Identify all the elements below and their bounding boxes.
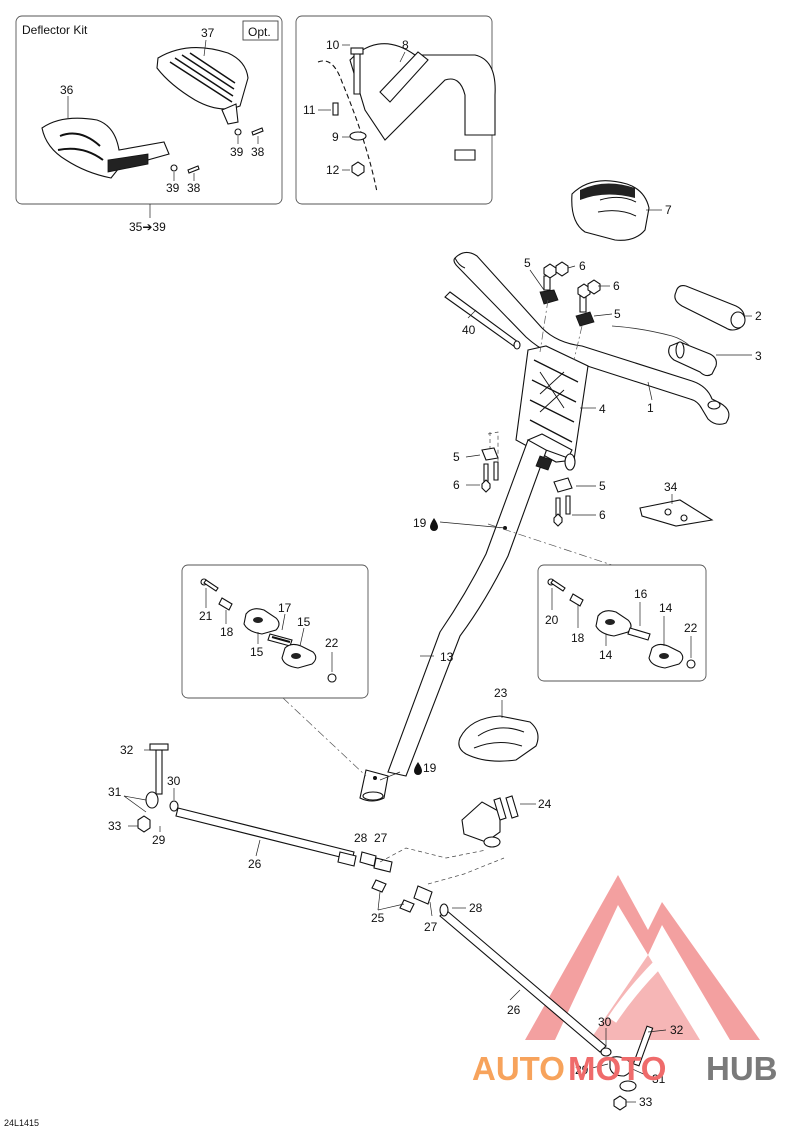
deflector-kit-title: Deflector Kit [22, 23, 88, 37]
callout-38: 38 [187, 181, 201, 195]
callout-6: 6 [453, 478, 460, 492]
upper-clamp-hardware [529, 261, 613, 361]
upper-tie-rod [123, 743, 393, 873]
lower-clamp-hardware [465, 431, 596, 527]
cable-part [444, 291, 521, 350]
callout-20: 20 [545, 613, 559, 627]
cover-plate-part [458, 700, 539, 762]
callout-18: 18 [220, 625, 234, 639]
callout-labels: 37 36 39 38 39 38 10 8 11 9 12 7 5 6 6 5… [60, 26, 762, 1109]
callout-28: 28 [469, 901, 483, 915]
callout-14: 14 [659, 601, 673, 615]
callout-5: 5 [453, 450, 460, 464]
callout-19: 19 [423, 761, 437, 775]
watermark-word-hub: HUB [706, 1050, 778, 1087]
callout-6: 6 [613, 279, 620, 293]
callout-31: 31 [108, 785, 122, 799]
callout-36: 36 [60, 83, 74, 97]
drawing-code: 24L1415 [4, 1118, 39, 1128]
callout-6: 6 [579, 259, 586, 273]
mount-plate-part [639, 494, 714, 527]
callout-27: 27 [374, 831, 388, 845]
steering-column-part [359, 433, 576, 802]
callout-18: 18 [571, 631, 585, 645]
deflector-kit-box: Deflector Kit Opt. [15, 15, 283, 205]
callout-7: 7 [665, 203, 672, 217]
callout-17: 17 [278, 601, 292, 615]
callout-25: 25 [371, 911, 385, 925]
callout-5: 5 [614, 307, 621, 321]
callout-27: 27 [424, 920, 438, 934]
callout-26: 26 [248, 857, 262, 871]
callout-32: 32 [120, 743, 134, 757]
callout-21: 21 [199, 609, 213, 623]
callout-39: 39 [230, 145, 244, 159]
callout-30: 30 [167, 774, 181, 788]
callout-23: 23 [494, 686, 508, 700]
callout-13: 13 [440, 650, 454, 664]
callout-16: 16 [634, 587, 648, 601]
callout-28: 28 [354, 831, 368, 845]
callout-34: 34 [664, 480, 678, 494]
right-inset-box [537, 564, 707, 682]
callout-15: 15 [250, 645, 264, 659]
callout-39: 39 [166, 181, 180, 195]
callout-11: 11 [303, 103, 316, 117]
grease-drop-icon [414, 762, 422, 775]
callout-24: 24 [538, 797, 552, 811]
callout-19: 19 [413, 516, 427, 530]
grip-parts [611, 285, 752, 377]
callout-1: 1 [647, 401, 654, 415]
callout-30: 30 [598, 1015, 612, 1029]
callout-12: 12 [326, 163, 340, 177]
grease-drop-icon [430, 518, 438, 531]
callout-9: 9 [332, 130, 339, 144]
pitman-arm-part [379, 795, 536, 885]
left-inset-box [181, 564, 369, 699]
callout-32: 32 [670, 1023, 684, 1037]
callout-14: 14 [599, 648, 613, 662]
handlebar-pad-box [295, 15, 496, 205]
callout-33: 33 [639, 1095, 653, 1109]
callout-5: 5 [599, 479, 606, 493]
watermark-word-moto: MOTO [568, 1050, 666, 1087]
callout-8: 8 [402, 38, 409, 52]
callout-22: 22 [684, 621, 698, 635]
handlebar-part [453, 251, 730, 425]
watermark-word-auto: AUTO [472, 1050, 565, 1087]
callout-2: 2 [755, 309, 762, 323]
callout-31: 31 [652, 1072, 666, 1086]
callout-40: 40 [462, 323, 476, 337]
callout-10: 10 [326, 38, 340, 52]
lower-tie-rod [371, 879, 667, 1111]
callout-29: 29 [575, 1063, 589, 1077]
callout-5: 5 [524, 256, 531, 270]
callout-6: 6 [599, 508, 606, 522]
callout-3: 3 [755, 349, 762, 363]
callout-37: 37 [201, 26, 215, 40]
callout-29: 29 [152, 833, 166, 847]
callout-26: 26 [507, 1003, 521, 1017]
callout-33: 33 [108, 819, 122, 833]
option-badge: Opt. [248, 25, 271, 39]
callout-22: 22 [325, 636, 339, 650]
watermark-logo [525, 875, 760, 1040]
callout-4: 4 [599, 402, 606, 416]
watermark-text: AUTO MOTO HUB [472, 1050, 778, 1087]
handlebar-cover-part [571, 180, 662, 241]
kit-range-label: 35➔39 [129, 220, 166, 234]
callout-38: 38 [251, 145, 265, 159]
callout-15: 15 [297, 615, 311, 629]
